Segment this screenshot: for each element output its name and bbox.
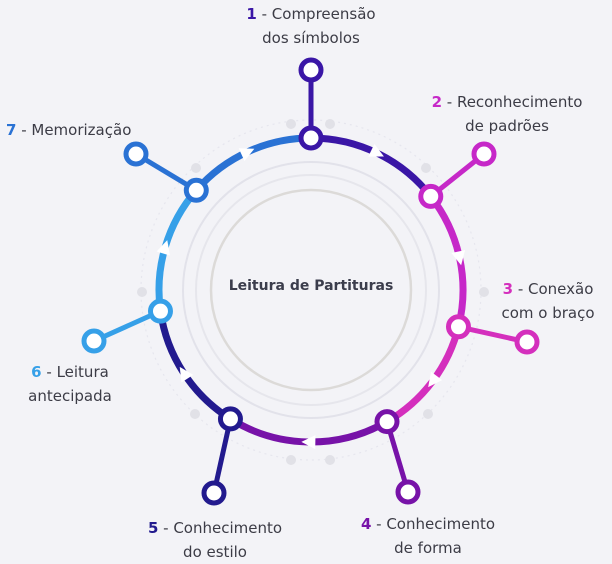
step-6-ring-node xyxy=(147,298,173,324)
step-2-line-2: de padrões xyxy=(465,117,549,135)
step-5-label: 5 - Conhecimento do estilo xyxy=(126,516,304,564)
step-4-number: 4 xyxy=(360,515,372,533)
step-1-line-2: dos símbolos xyxy=(262,29,360,47)
cycle-arrow-4 xyxy=(301,435,316,450)
step-4-line-1: Conhecimento xyxy=(386,515,496,533)
step-2-outer-node xyxy=(471,141,497,167)
step-1-number: 1 xyxy=(246,5,257,23)
step-2-separator: - xyxy=(442,93,457,111)
step-2-line-1: Reconhecimento xyxy=(456,93,583,111)
step-5-line-1: Conhecimento xyxy=(173,519,283,537)
step-2-ring-node xyxy=(418,183,444,209)
step-3-separator: - xyxy=(513,280,528,298)
step-1-outer-node xyxy=(298,57,324,83)
cycle-arrow-3 xyxy=(428,371,443,388)
step-1-line-1: Compreensão xyxy=(271,5,376,23)
step-7-line-1: Memorização xyxy=(31,121,132,139)
step-7-ring-node xyxy=(183,177,209,203)
step-6-line-1: Leitura xyxy=(56,363,109,381)
step-3-label: 3 - Conexão com o braço xyxy=(484,277,612,325)
step-3-outer-node xyxy=(514,329,540,355)
cycle-arrow-2 xyxy=(451,250,466,266)
step-7-outer-node xyxy=(123,141,149,167)
ring-arc-1 xyxy=(307,134,435,200)
cycle-arrows xyxy=(156,144,466,450)
step-1-separator: - xyxy=(256,5,272,23)
step-4-ring-node xyxy=(374,409,400,435)
step-5-connector xyxy=(211,418,233,494)
step-2-number: 2 xyxy=(431,93,442,111)
step-5-ring-node xyxy=(217,406,243,432)
step-1-label: 1 - Compreensão dos símbolos xyxy=(200,2,422,50)
center-title: Leitura de Partituras xyxy=(228,278,394,294)
cycle-arrow-6 xyxy=(156,240,170,256)
step-4-separator: - xyxy=(371,515,387,533)
background-dots xyxy=(137,119,489,465)
step-3-ring-node xyxy=(445,314,471,340)
step-6-number: 6 xyxy=(31,363,42,381)
step-4-line-2: de forma xyxy=(394,539,462,557)
step-3-line-1: Conexão xyxy=(528,280,594,298)
step-7-number: 7 xyxy=(6,121,17,139)
step-3-number: 3 xyxy=(502,280,514,298)
step-6-separator: - xyxy=(41,363,57,381)
step-1-ring-node xyxy=(298,125,324,151)
step-connectors xyxy=(81,57,540,506)
step-4-label: 4 - Conhecimento de forma xyxy=(342,512,514,560)
step-7-separator: - xyxy=(16,121,32,139)
step-3-line-2: com o braço xyxy=(501,304,595,322)
step-5-outer-node xyxy=(201,480,227,506)
step-6-outer-node xyxy=(81,328,107,354)
step-6-line-2: antecipada xyxy=(28,387,112,405)
step-5-separator: - xyxy=(158,519,174,537)
step-4-outer-node xyxy=(395,479,421,505)
background-rings xyxy=(140,119,482,461)
cycle-arrow-1 xyxy=(368,144,384,157)
step-7-label: 7 - Memorização xyxy=(6,118,162,142)
step-6-label: 6 - Leitura antecipada xyxy=(4,360,136,408)
step-5-number: 5 xyxy=(147,519,159,537)
step-2-label: 2 - Reconhecimento de padrões xyxy=(404,90,610,138)
cycle-arrow-5 xyxy=(179,366,194,383)
cycle-arrow-7 xyxy=(238,148,255,161)
step-5-line-2: do estilo xyxy=(183,543,247,561)
